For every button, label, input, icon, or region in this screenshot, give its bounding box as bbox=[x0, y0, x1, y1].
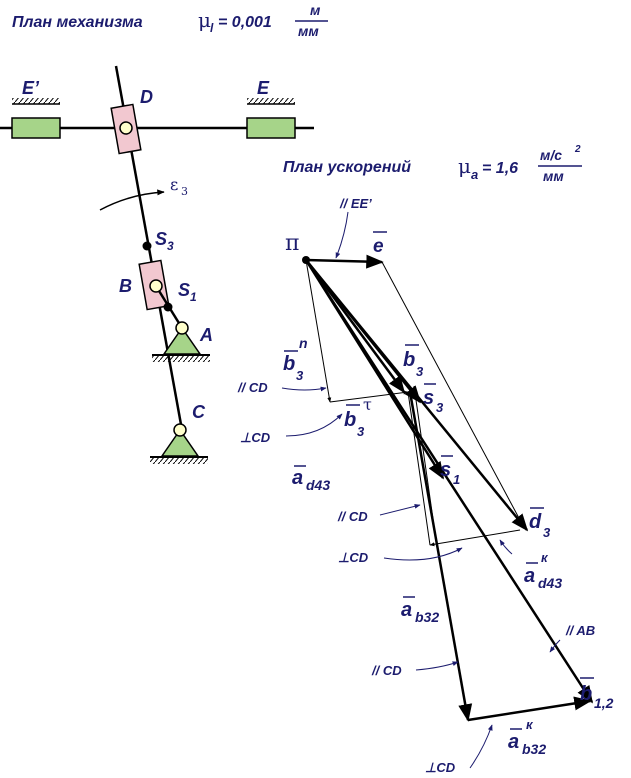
label-a: A bbox=[199, 325, 213, 345]
label-cd2: // CD bbox=[337, 509, 368, 524]
label-b3-sub: 3 bbox=[416, 364, 424, 379]
e-prime-ground-hatch bbox=[12, 98, 60, 104]
mechanism-plan-title: План механизма bbox=[12, 14, 143, 31]
label-ab32k-sub: b32 bbox=[522, 741, 546, 757]
label-ee: // EE’ bbox=[339, 196, 372, 211]
label-b3: b bbox=[403, 349, 415, 371]
leader-perpcd1 bbox=[285, 413, 343, 437]
pole-point bbox=[302, 256, 310, 264]
label-ad43-sub: d43 bbox=[306, 477, 330, 493]
point-s3 bbox=[142, 241, 152, 251]
mu-a-value: = 1,6 bbox=[482, 160, 518, 177]
vector-ab32k bbox=[467, 696, 592, 722]
label-e: E bbox=[257, 78, 270, 98]
line-e-d3 bbox=[381, 261, 521, 521]
label-b12-sub: 1,2 bbox=[594, 695, 614, 711]
label-ad43k-sub: d43 bbox=[538, 575, 562, 591]
label-b3n-sub: 3 bbox=[296, 368, 304, 383]
vector-ad43k bbox=[429, 529, 521, 547]
mu-l-symbol: μ bbox=[198, 8, 211, 32]
label-s3-sub: 3 bbox=[167, 239, 174, 253]
e-prime-slider bbox=[11, 117, 61, 139]
label-s1-sub: 1 bbox=[190, 290, 197, 304]
label-e-prime: E’ bbox=[22, 78, 40, 98]
label-c: C bbox=[192, 402, 206, 422]
vector-b3t bbox=[329, 390, 409, 403]
e-slider bbox=[246, 117, 296, 139]
mu-l-unit-numerator: м bbox=[310, 2, 321, 18]
leader-ad43k bbox=[499, 539, 513, 555]
leader-ab bbox=[549, 639, 561, 653]
label-ab32-sub: b32 bbox=[415, 609, 439, 625]
label-b3n: b bbox=[283, 353, 295, 375]
joint-d bbox=[119, 121, 133, 135]
label-d3: d bbox=[529, 511, 542, 533]
label-s3-vec: s bbox=[423, 387, 434, 409]
mechanism-plan-header: План механизма μ l = 0,001 м мм bbox=[12, 2, 328, 39]
leader-cd3 bbox=[415, 661, 459, 671]
joint-c bbox=[173, 423, 187, 437]
label-b3n-sup: n bbox=[299, 335, 308, 351]
label-pi: π bbox=[285, 231, 299, 256]
accel-plan-title: План ускорений bbox=[283, 159, 411, 176]
label-e-vec: e bbox=[373, 236, 384, 257]
support-c-hatch bbox=[150, 458, 208, 464]
label-perpcd3: ⊥CD bbox=[425, 760, 456, 775]
label-b3t-sub: 3 bbox=[357, 424, 365, 439]
vector-ab32 bbox=[408, 391, 473, 722]
vector-ad43-guide bbox=[407, 391, 431, 546]
mu-l-subscript: l bbox=[210, 21, 214, 35]
vector-b3n bbox=[305, 259, 332, 403]
leader-perpcd3 bbox=[469, 724, 493, 769]
vector-d3 bbox=[305, 259, 529, 532]
mu-a-unit-denominator: мм bbox=[543, 168, 564, 184]
leader-cd1 bbox=[281, 386, 327, 392]
point-s1 bbox=[163, 302, 173, 312]
label-ad43: a bbox=[292, 467, 303, 489]
mu-l-unit-denominator: мм bbox=[298, 23, 319, 39]
epsilon-arrow bbox=[99, 189, 165, 211]
label-s1-vec-sub: 1 bbox=[453, 472, 460, 487]
label-ad43k-sup: к bbox=[541, 550, 549, 565]
label-d3-sub: 3 bbox=[543, 525, 551, 540]
mu-a-subscript: a bbox=[471, 167, 478, 182]
vector-b12 bbox=[304, 259, 594, 704]
leader-ee bbox=[335, 211, 349, 259]
label-cd1: // CD bbox=[237, 380, 268, 395]
label-b3t: b bbox=[344, 409, 356, 431]
joint-b bbox=[149, 279, 163, 293]
label-ab32k-sup: к bbox=[526, 717, 534, 732]
acceleration-plan-header: План ускорений μ a = 1,6 м/с 2 мм bbox=[283, 144, 582, 184]
mechanism-drawing: ε 3 E’ D E S 3 B S 1 A C bbox=[0, 65, 314, 464]
label-s1: S bbox=[178, 280, 190, 300]
vector-e bbox=[305, 254, 384, 269]
mu-a-unit-numerator: м/с bbox=[540, 147, 562, 163]
label-s3-vec-sub: 3 bbox=[436, 400, 444, 415]
mu-l-value: = 0,001 bbox=[218, 14, 272, 31]
label-b12: b bbox=[580, 683, 592, 705]
acceleration-plan: π e // EE’ b 3 n // CD ⊥CD b 3 τ b 3 s 3… bbox=[237, 196, 614, 775]
label-ad43k: a bbox=[524, 565, 535, 587]
label-d: D bbox=[140, 87, 153, 107]
epsilon-subscript: 3 bbox=[181, 185, 188, 198]
label-ab32: a bbox=[401, 599, 412, 621]
mu-a-unit-exponent: 2 bbox=[574, 144, 581, 155]
e-ground-hatch bbox=[247, 98, 295, 104]
epsilon-symbol: ε bbox=[170, 175, 178, 194]
label-b: B bbox=[119, 276, 132, 296]
label-ab: // AB bbox=[565, 623, 595, 638]
joint-a bbox=[175, 321, 189, 335]
support-a-hatch bbox=[152, 356, 210, 362]
label-ab32k: a bbox=[508, 731, 519, 753]
label-cd3: // CD bbox=[371, 663, 402, 678]
label-perpcd2: ⊥CD bbox=[338, 550, 369, 565]
label-s3: S bbox=[155, 229, 167, 249]
label-b3t-sup: τ bbox=[363, 395, 372, 414]
leader-perpcd2 bbox=[383, 547, 463, 561]
label-perpcd1: ⊥CD bbox=[240, 430, 271, 445]
label-s1-vec: s bbox=[440, 459, 451, 481]
leader-cd2 bbox=[379, 503, 421, 516]
mu-a-symbol: μ bbox=[458, 154, 471, 178]
